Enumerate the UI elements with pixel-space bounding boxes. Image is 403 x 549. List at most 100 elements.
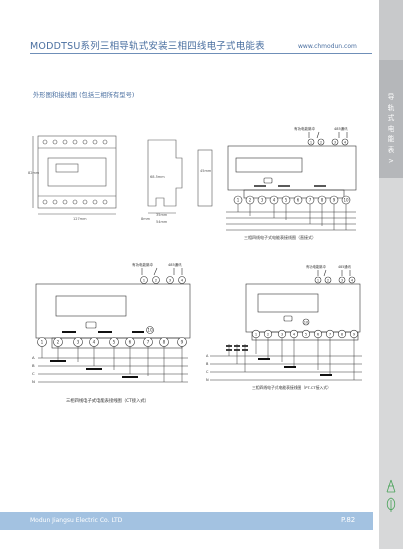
meter-side-outline	[147, 139, 183, 207]
terminal-number: 8	[163, 340, 166, 345]
phase-label: A	[32, 355, 35, 360]
sidebar-top-block	[379, 0, 403, 60]
sidebar-char: 轨	[387, 103, 395, 112]
meter-front-body	[47, 157, 107, 187]
meter-front-display	[55, 163, 79, 173]
dim-label: 35mm	[156, 213, 168, 217]
diagram-caption: 三相四线电子式电能表接线图（PT-CT接入式）	[252, 385, 331, 390]
website-url[interactable]: www.chmodun.com	[298, 43, 357, 50]
phase-label: C	[32, 371, 35, 376]
sidebar-icons	[386, 479, 396, 512]
pulse-output-label: 有功电能脉冲	[132, 262, 153, 267]
terminal-number: 2	[267, 332, 269, 336]
section-title: 外形图和接线图 (包括三相所有型号)	[33, 92, 135, 99]
phase-label: N	[206, 378, 209, 382]
terminal-number: 1	[237, 198, 240, 203]
footer-bar	[0, 512, 373, 530]
output-terminal-number: 1	[143, 277, 146, 282]
output-terminal-number: 1	[317, 278, 319, 282]
phase-label: A	[206, 354, 209, 358]
direct-wiring-diagram: 有功电能脉冲 485通讯 1 2 3 4 1 2 3 4 5 6 7 8 9 1…	[226, 126, 357, 240]
terminal-number: 7	[329, 332, 331, 336]
header-divider	[30, 53, 372, 54]
output-terminal-number: 2	[320, 140, 322, 144]
output-terminal-number: 3	[169, 277, 172, 282]
terminal-number: 6	[129, 340, 132, 345]
terminal-number: 5	[113, 340, 116, 345]
phase-label: B	[206, 362, 209, 366]
pulse-output-label: 有功电能脉冲	[306, 264, 326, 269]
diagram-caption: 三相四线电子式电能表接线图（CT接入式）	[66, 397, 149, 404]
sidebar-char: 导	[387, 93, 395, 101]
meter-display	[55, 295, 127, 317]
terminal-number: 6	[297, 198, 300, 203]
terminal-number: 8	[321, 198, 324, 203]
rs485-label: 485通讯	[168, 262, 182, 267]
phase-lines	[210, 338, 362, 381]
sidebar-char: 表	[387, 145, 395, 154]
output-terminal-number: 3	[341, 278, 343, 282]
phase-label: C	[206, 370, 209, 374]
ct-transformer-marks	[258, 358, 332, 376]
tower-icon	[386, 479, 396, 493]
sidebar-arrow-icon: >	[388, 156, 394, 165]
output-terminal-number: 4	[351, 278, 354, 282]
terminal-number: 4	[93, 340, 96, 345]
phase-label: B	[32, 363, 35, 368]
sidebar-tab-label[interactable]: 导 轨 式 电 能 表 >	[379, 92, 403, 166]
dim-label: 82mm	[28, 171, 40, 175]
company-name: Modun Jiangsu Electric Co. LTD	[30, 517, 123, 524]
terminal-number: 3	[261, 198, 264, 203]
output-terminal-number: 3	[334, 140, 336, 144]
terminal-number: 9	[181, 340, 184, 345]
dim-label: 54mm	[156, 220, 168, 224]
leaf-icon	[386, 497, 396, 512]
sidebar-tab-active[interactable]	[379, 60, 403, 178]
terminal-number: 8	[341, 332, 344, 336]
rs485-label: 485通讯	[338, 264, 352, 269]
diagram-caption: 三相四线电子式电能表接线图（直接式）	[244, 234, 316, 240]
meter-button	[263, 177, 273, 184]
meter-display	[235, 157, 303, 173]
phase-lines	[226, 204, 356, 231]
dim-label: 8mm	[141, 217, 151, 221]
output-terminal-number: 2	[155, 277, 158, 282]
phase-label: N	[32, 379, 35, 384]
meter-side-narrow	[197, 149, 213, 207]
phase-lines	[38, 346, 188, 383]
meter-body	[227, 145, 357, 191]
terminal-number: 10	[304, 320, 309, 324]
meter-body	[245, 283, 361, 333]
terminal-number: 10	[343, 198, 349, 203]
terminal-number: 5	[305, 332, 307, 336]
terminal-number: 4	[273, 198, 276, 203]
meter-display	[257, 293, 319, 313]
ct-wiring-diagram: 有功电能脉冲 485通讯 1 2 3 4 1 2 3 4 5 6 7 8 9 1…	[32, 262, 191, 404]
meter-button	[85, 321, 97, 329]
dim-label: 45mm	[200, 169, 212, 173]
ct-transformer-marks	[50, 331, 144, 378]
terminal-number: 5	[285, 198, 288, 203]
output-terminal-number: 2	[327, 278, 329, 282]
terminal-number: 4	[293, 332, 296, 336]
meter-front-outline	[37, 135, 117, 209]
terminal-number: 9	[353, 332, 356, 336]
sidebar-char: 电	[387, 124, 395, 133]
front-top-terminals	[42, 139, 108, 145]
terminal-number: 3	[77, 340, 80, 345]
sidebar-char: 式	[387, 114, 395, 123]
terminal-number: 9	[333, 198, 336, 203]
dim-label: 127mm	[73, 217, 87, 221]
page-title: MODDTSU系列三相导轨式安装三相四线电子式电能表	[30, 41, 265, 52]
pulse-output-label: 有功电能脉冲	[294, 126, 315, 131]
front-bottom-terminals	[42, 199, 108, 205]
dim-label: 68.5mm	[150, 175, 165, 179]
terminal-number: 1	[255, 332, 257, 336]
terminal-number: 7	[309, 198, 312, 203]
terminal-block	[243, 189, 345, 199]
meter-button	[283, 315, 293, 322]
rs485-label: 485通讯	[334, 126, 348, 131]
terminal-number: 3	[281, 332, 283, 336]
page-number: P.82	[341, 516, 356, 524]
terminal-number: 6	[317, 332, 320, 336]
